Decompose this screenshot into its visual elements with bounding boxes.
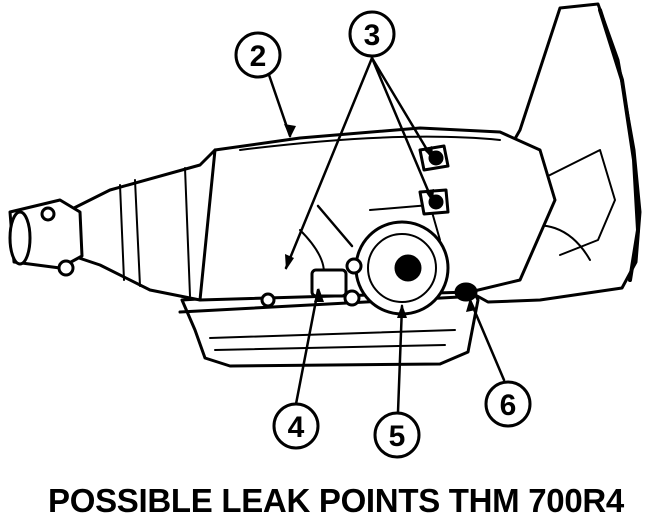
leader-6 <box>468 298 506 382</box>
yoke-face <box>8 210 32 266</box>
callout-4-label: 4 <box>288 411 305 444</box>
yoke-bolt <box>40 206 56 222</box>
leader-lines <box>266 56 506 414</box>
callout-3: 3 <box>348 10 396 58</box>
transmission-illustration: 2 3 4 5 6 <box>8 2 642 459</box>
callout-2: 2 <box>234 31 282 79</box>
callout-6: 6 <box>484 380 532 428</box>
cooler-fittings <box>418 144 450 216</box>
mount-boss <box>57 259 75 277</box>
pressure-port <box>454 282 478 302</box>
extension-rings <box>119 167 191 297</box>
leader-3c <box>370 56 434 202</box>
governor-plug <box>394 254 422 282</box>
callout-2-label: 2 <box>250 40 267 73</box>
figure-caption: POSSIBLE LEAK POINTS THM 700R4 <box>48 482 624 519</box>
arrow-4 <box>314 288 324 302</box>
pan-rib <box>209 329 456 351</box>
callout-4: 4 <box>272 402 320 450</box>
leader-3a <box>284 56 374 270</box>
arrow-5 <box>397 304 407 318</box>
leader-5 <box>396 304 404 414</box>
arrow-3b <box>424 146 434 160</box>
leader-4b <box>316 204 354 248</box>
arrow-3c <box>425 189 434 203</box>
callout-5: 5 <box>373 411 421 459</box>
leader-3b <box>370 56 434 160</box>
pan-bolt-a <box>260 292 276 308</box>
case-plug <box>345 257 363 275</box>
bell-housing-rim <box>598 8 640 282</box>
callout-6-label: 6 <box>500 389 517 422</box>
callout-5-label: 5 <box>389 420 406 453</box>
callout-3-label: 3 <box>364 19 381 52</box>
arrow-3a <box>285 254 294 270</box>
arrow-6 <box>466 298 476 312</box>
arrowheads <box>284 124 476 318</box>
pan-bolt-b <box>343 289 361 307</box>
leader-4a <box>294 288 320 406</box>
extension-housing <box>68 148 217 302</box>
case-top-ridge <box>239 135 501 151</box>
arrow-2 <box>284 124 296 138</box>
speedo-fitting <box>310 268 348 298</box>
